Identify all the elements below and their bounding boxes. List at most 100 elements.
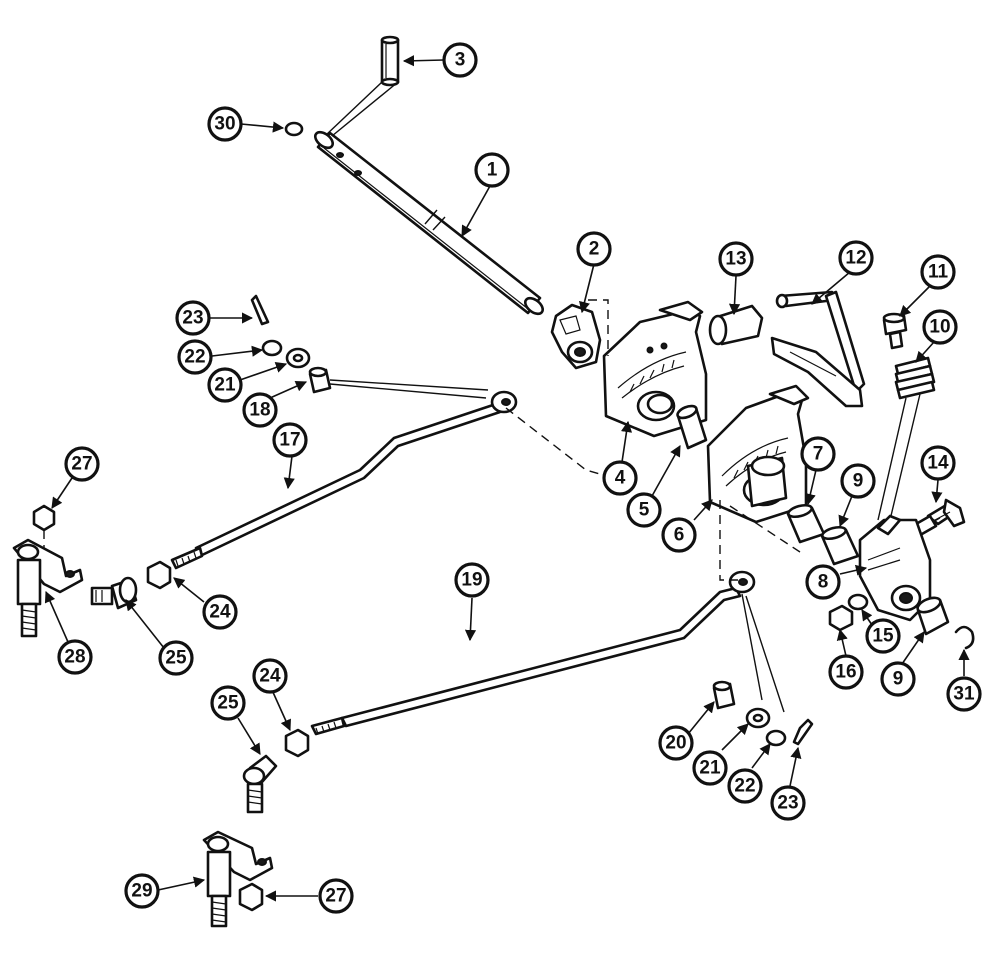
part-bushing-20 <box>712 680 736 710</box>
svg-text:24: 24 <box>259 666 281 687</box>
part-spring <box>894 356 936 400</box>
callout-3: 3 <box>442 42 478 78</box>
svg-text:21: 21 <box>214 375 236 396</box>
svg-text:19: 19 <box>461 570 482 591</box>
callout-30: 30 <box>207 106 243 142</box>
callout-25-upper: 25 <box>158 640 194 676</box>
callout-23-upper: 23 <box>175 300 211 336</box>
part-detent-block <box>858 514 932 622</box>
part-nut-27-lower <box>238 882 264 912</box>
part-o-ring <box>284 121 304 137</box>
svg-text:29: 29 <box>131 881 152 902</box>
svg-text:22: 22 <box>734 776 755 797</box>
callout-6: 6 <box>661 517 697 553</box>
part-swivel-bracket <box>12 538 84 638</box>
svg-text:16: 16 <box>835 662 856 683</box>
svg-text:17: 17 <box>279 430 300 451</box>
callout-22-upper: 22 <box>177 339 213 375</box>
svg-text:15: 15 <box>872 626 894 647</box>
part-nut-24-lower <box>284 728 310 758</box>
part-swivel-bracket-lower <box>202 830 274 928</box>
callout-9-lower: 9 <box>880 661 916 697</box>
part-bushing-18 <box>308 366 332 394</box>
callout-8: 8 <box>805 564 841 600</box>
callout-2: 2 <box>576 231 612 267</box>
svg-text:3: 3 <box>455 50 466 71</box>
part-rod-lower <box>310 570 756 736</box>
svg-text:6: 6 <box>674 525 685 546</box>
part-washer-22-lower <box>765 729 787 747</box>
callout-16: 16 <box>828 654 864 690</box>
svg-text:22: 22 <box>184 347 205 368</box>
svg-text:20: 20 <box>665 733 686 754</box>
part-nut-27-upper <box>32 504 56 532</box>
svg-text:4: 4 <box>615 468 626 489</box>
callout-29: 29 <box>124 873 160 909</box>
parts-drawing <box>12 35 975 928</box>
svg-text:12: 12 <box>845 248 866 269</box>
callout-12: 12 <box>838 240 874 276</box>
part-bolt-small <box>882 312 908 350</box>
part-knob <box>708 304 764 346</box>
part-plate-upper <box>602 300 708 438</box>
svg-text:11: 11 <box>928 262 949 283</box>
callout-22-lower: 22 <box>727 768 763 804</box>
callout-21-upper: 21 <box>207 367 243 403</box>
part-shaft <box>313 130 545 316</box>
callout-14: 14 <box>920 445 956 481</box>
callout-24-lower: 24 <box>252 658 288 694</box>
svg-text:14: 14 <box>927 453 949 474</box>
callout-17: 17 <box>272 422 308 458</box>
svg-text:9: 9 <box>893 669 904 690</box>
svg-text:23: 23 <box>777 793 798 814</box>
svg-text:21: 21 <box>699 758 721 779</box>
part-bushing <box>676 404 708 450</box>
svg-text:27: 27 <box>71 454 92 475</box>
svg-text:31: 31 <box>953 684 975 705</box>
callout-9-upper: 9 <box>840 463 876 499</box>
callout-13: 13 <box>718 241 754 277</box>
part-bushing-9-upper <box>820 525 860 566</box>
leader-lines <box>44 55 970 902</box>
callout-20: 20 <box>658 725 694 761</box>
part-rod-upper <box>170 390 518 570</box>
part-bushing-9-lower <box>916 596 950 636</box>
part-lever <box>770 290 866 408</box>
callout-19: 19 <box>454 562 490 598</box>
callout-23-lower: 23 <box>770 785 806 821</box>
callout-25-lower: 25 <box>210 685 246 721</box>
part-bushing-7 <box>786 503 826 544</box>
svg-text:1: 1 <box>487 160 498 181</box>
svg-text:9: 9 <box>853 471 864 492</box>
callout-24-upper: 24 <box>202 594 238 630</box>
part-cotter-pin-lower <box>792 718 814 746</box>
part-cotter-pin-upper <box>250 294 270 326</box>
svg-text:30: 30 <box>214 114 235 135</box>
svg-text:8: 8 <box>818 572 829 593</box>
svg-text:23: 23 <box>182 308 203 329</box>
callout-4: 4 <box>602 460 638 496</box>
callout-5: 5 <box>626 492 662 528</box>
part-nut-24-upper <box>146 560 172 590</box>
svg-text:7: 7 <box>813 444 824 465</box>
svg-text:2: 2 <box>589 239 600 260</box>
callout-21-lower: 21 <box>692 750 728 786</box>
callout-10: 10 <box>922 309 958 345</box>
svg-text:27: 27 <box>325 886 346 907</box>
callout-31: 31 <box>946 676 982 712</box>
callout-18: 18 <box>242 392 278 428</box>
svg-text:25: 25 <box>217 693 239 714</box>
svg-text:25: 25 <box>165 648 187 669</box>
part-cam-block <box>550 303 602 370</box>
callout-1: 1 <box>474 152 510 188</box>
part-washer-21-upper <box>285 347 311 369</box>
callout-11: 11 <box>920 254 956 290</box>
part-plate-lower <box>706 384 810 524</box>
callout-27-lower: 27 <box>318 878 354 914</box>
callout-28: 28 <box>57 639 93 675</box>
part-ball-joint-lower <box>242 754 278 814</box>
svg-text:28: 28 <box>64 647 85 668</box>
part-nut-16 <box>828 604 854 632</box>
